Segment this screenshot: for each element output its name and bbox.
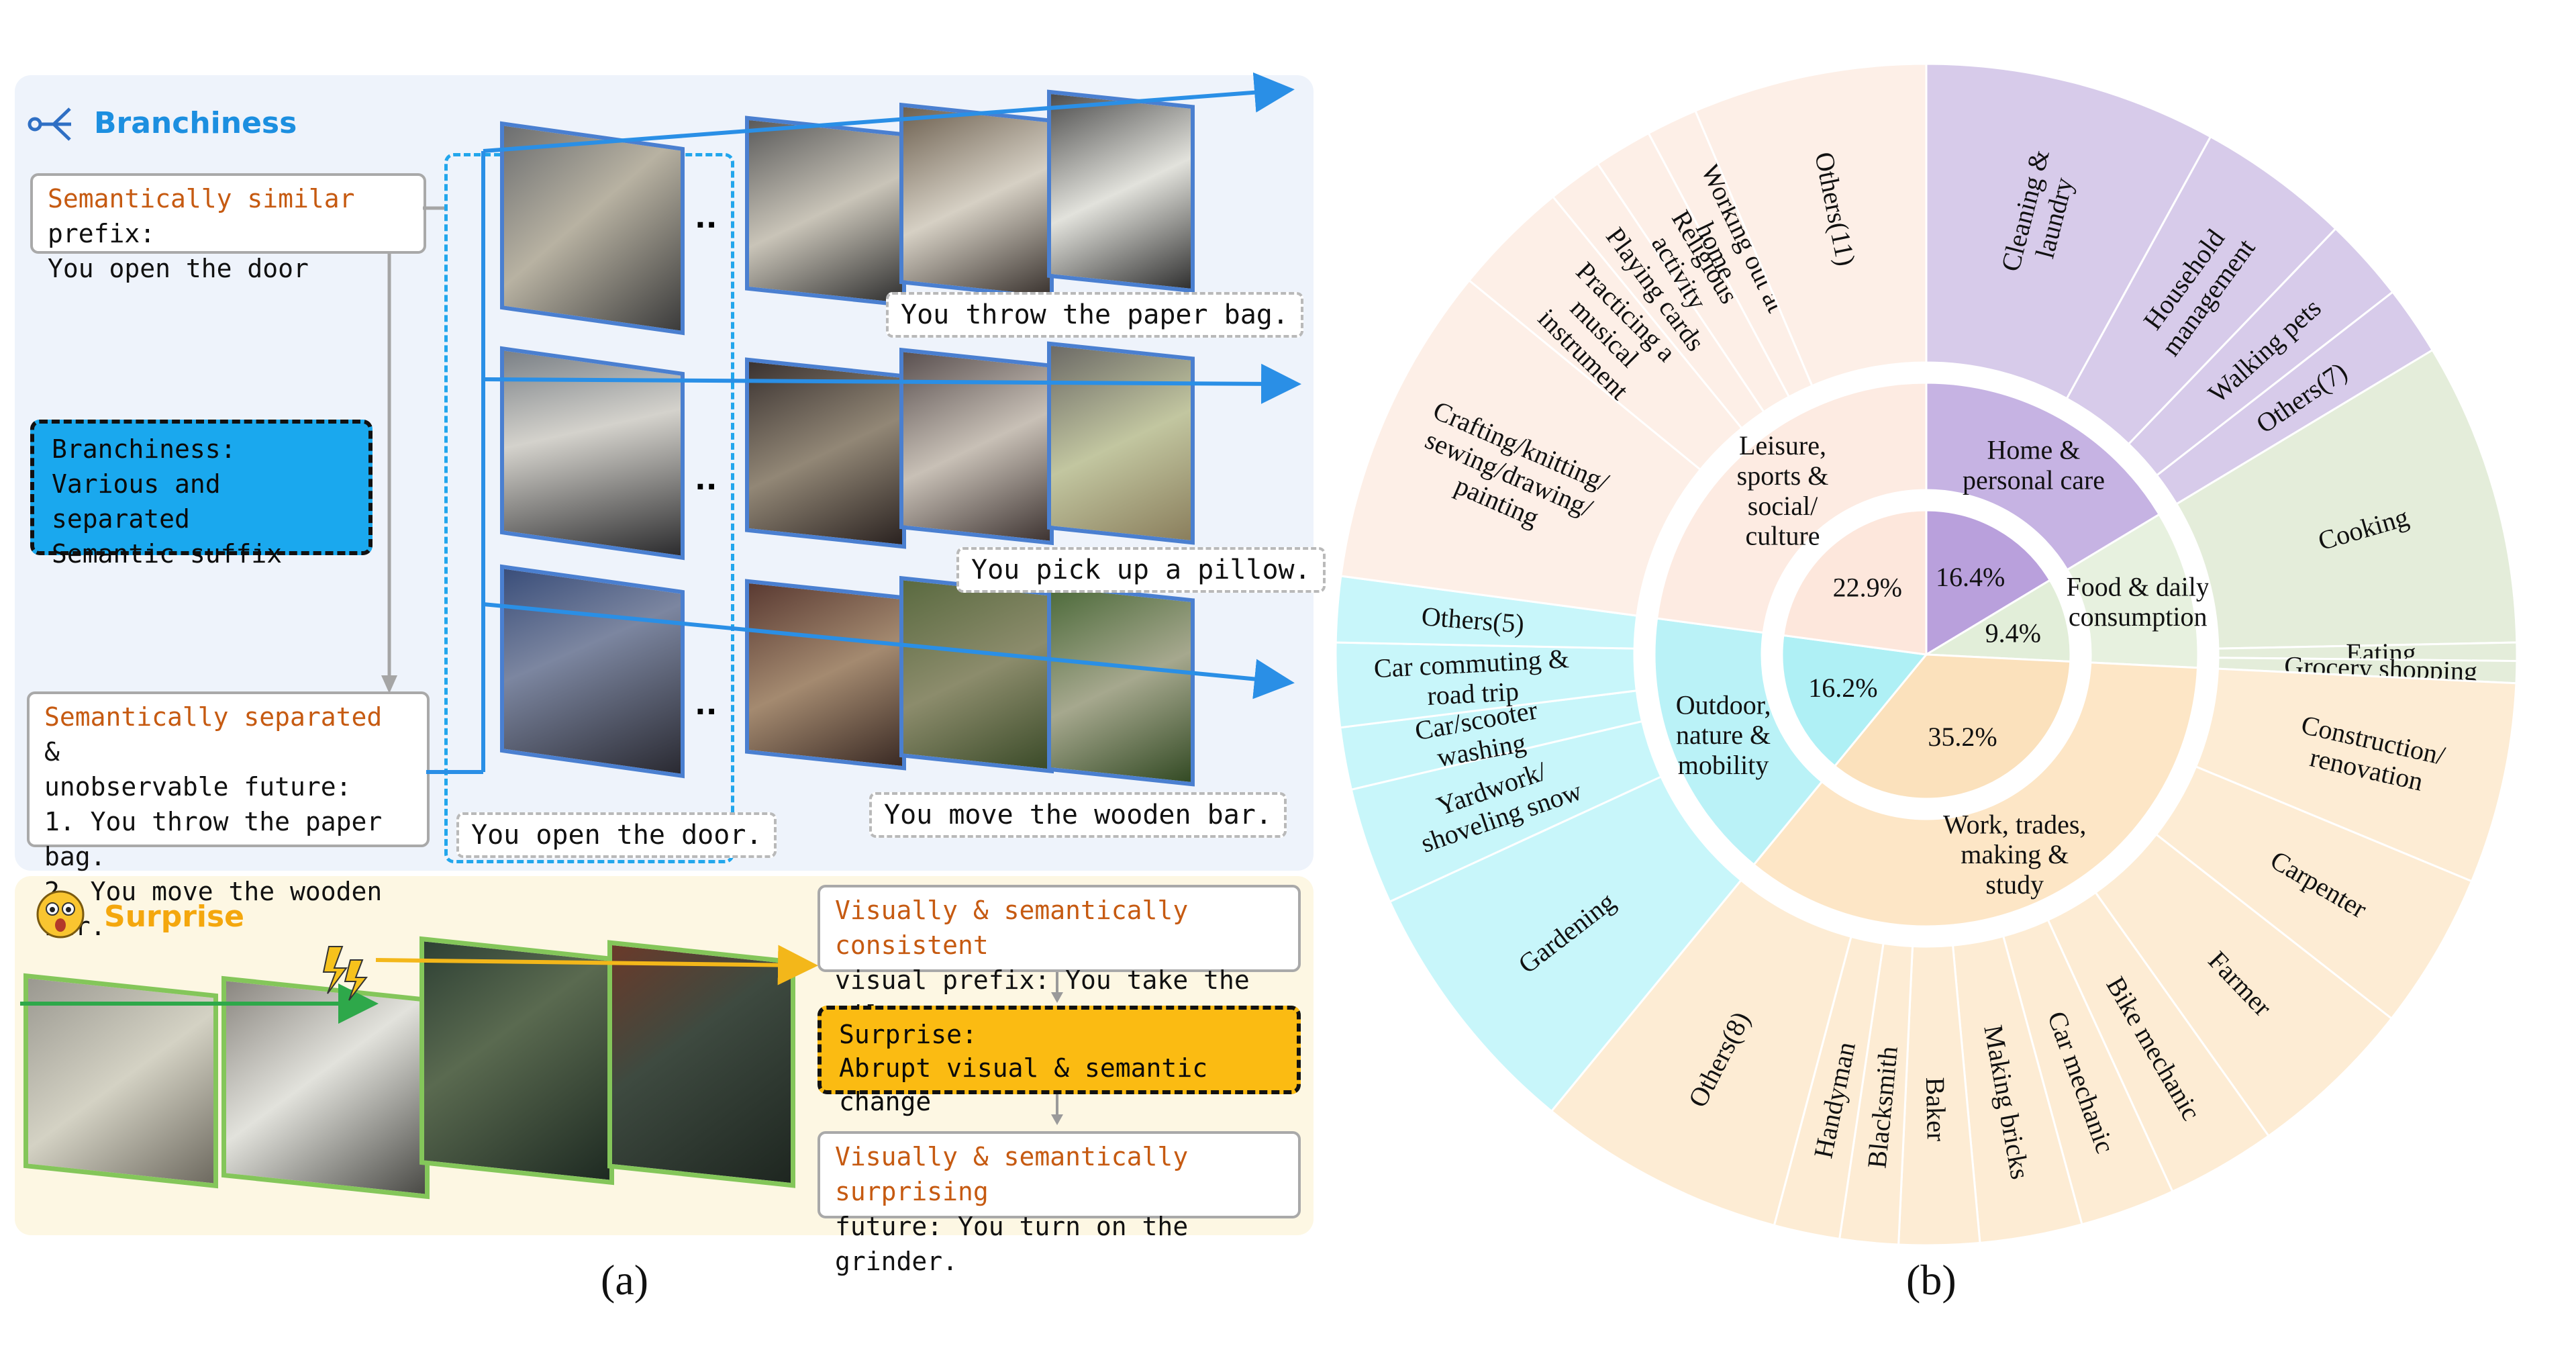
inner-slice-0 bbox=[1925, 509, 2052, 657]
prefix-rest: prefix: bbox=[48, 219, 156, 248]
pct-label-4: 22.9% bbox=[1833, 573, 1902, 603]
branch-icon bbox=[28, 107, 71, 141]
group-label-4: Leisure,sports &social/culture bbox=[1737, 430, 1829, 550]
surprising-box: Visually & semantically surprising futur… bbox=[818, 1131, 1301, 1276]
branch2-frame-2 bbox=[899, 347, 1054, 546]
pct-label-0: 16.4% bbox=[1936, 562, 2005, 592]
branch2-frame-1 bbox=[745, 357, 906, 549]
ellipsis-2: ·· bbox=[695, 470, 717, 504]
definition-line3: Semantic suffix bbox=[52, 539, 283, 569]
pct-label-2: 35.2% bbox=[1928, 722, 1997, 752]
branch3-frame-2 bbox=[899, 575, 1054, 774]
future-box: Semantically separated & unobservable fu… bbox=[27, 691, 430, 941]
branch1-frame-1 bbox=[745, 115, 906, 307]
group-label-3: Outdoor,nature &mobility bbox=[1676, 689, 1771, 780]
branch3-frame-3 bbox=[1047, 583, 1195, 787]
inner-slice-1 bbox=[1922, 579, 2072, 663]
future-line3: 1. You throw the paper bag. bbox=[44, 807, 383, 871]
surprise-def-line2: Abrupt visual & semantic change bbox=[839, 1053, 1208, 1116]
ellipsis-3: ·· bbox=[695, 695, 717, 729]
surprise-def-line1: Surprise: bbox=[839, 1020, 977, 1049]
branch3-frame-1 bbox=[745, 579, 906, 771]
outer-slice-0-0 bbox=[1925, 64, 2212, 400]
prefix-frame-1 bbox=[500, 121, 685, 336]
branchiness-title: Branchiness bbox=[94, 106, 297, 140]
branch1-frame-3 bbox=[1047, 89, 1195, 293]
prefix-line2: You open the door bbox=[48, 254, 309, 283]
inner-slice-3 bbox=[1781, 634, 1928, 768]
prefix-caption: You open the door. bbox=[456, 812, 777, 858]
branch-caption-1: You throw the paper bag. bbox=[886, 292, 1303, 338]
surprise-title: Surprise bbox=[104, 900, 245, 934]
label-b: (b) bbox=[1906, 1256, 1956, 1304]
prefix-connector bbox=[423, 206, 447, 210]
pct-label-1: 9.4% bbox=[1985, 618, 2041, 648]
branch2-frame-3 bbox=[1047, 341, 1195, 545]
mid-slice-0 bbox=[1925, 381, 2161, 571]
surprise-arrow-1 bbox=[1051, 972, 1063, 1003]
group-label-0: Home &personal care bbox=[1963, 435, 2105, 495]
definition-line2: Various and separated bbox=[52, 469, 221, 534]
outer-slice-4-0 bbox=[1340, 279, 1702, 617]
consistent-highlight: Visually & semantically consistent bbox=[835, 896, 1189, 960]
prefix-frame-2 bbox=[500, 346, 685, 561]
surprising-highlight: Visually & semantically surprising bbox=[835, 1142, 1189, 1206]
branch-caption-2: You pick up a pillow. bbox=[956, 547, 1326, 593]
consistent-box: Visually & semantically consistent visua… bbox=[818, 885, 1301, 1030]
pct-label-3: 16.2% bbox=[1808, 673, 1877, 703]
outer-slice-4-5 bbox=[1693, 64, 1928, 387]
mid-slice-2 bbox=[1752, 661, 2199, 928]
mid-slice-4 bbox=[1655, 381, 1928, 634]
surprise-definition-box: Surprise: Abrupt visual & semantic chang… bbox=[818, 1006, 1301, 1116]
prefix-highlight: Semantically similar bbox=[48, 184, 355, 213]
branchiness-definition-box: Branchiness: Various and separated Seman… bbox=[30, 420, 373, 569]
outer-slice-1-0 bbox=[2175, 348, 2517, 650]
surprising-line2: future: You turn on the grinder. bbox=[835, 1212, 1189, 1276]
inner-slice-4 bbox=[1782, 509, 1928, 656]
surprise-arrow-2 bbox=[1051, 1094, 1063, 1125]
surprise-frame-2 bbox=[221, 975, 430, 1200]
surprise-frame-3 bbox=[419, 936, 614, 1186]
branch-caption-3: You move the wooden bar. bbox=[869, 792, 1287, 838]
future-line2: unobservable future: bbox=[44, 772, 352, 802]
surprise-frame-1 bbox=[23, 973, 218, 1189]
label-a: (a) bbox=[601, 1256, 649, 1304]
mid-slice-3 bbox=[1653, 617, 1824, 867]
outer-slice-3-0 bbox=[1388, 775, 1743, 1113]
definition-line1: Branchiness: bbox=[52, 434, 236, 464]
prefix-frame-3 bbox=[500, 564, 685, 779]
inner-slice-2 bbox=[1833, 653, 2072, 800]
group-label-2: Work, trades,making &study bbox=[1943, 809, 2086, 900]
surprised-face-icon bbox=[36, 890, 85, 938]
surprise-frame-4 bbox=[607, 940, 795, 1188]
future-rest: & bbox=[44, 737, 60, 767]
branch1-frame-2 bbox=[899, 102, 1054, 301]
prefix-to-future-arrow bbox=[381, 254, 397, 693]
outer-label-2-6: Baker bbox=[1920, 1077, 1952, 1141]
outer-slice-2-9 bbox=[1550, 879, 1852, 1227]
consistent-line2: visual prefix: You take the tile. bbox=[835, 965, 1250, 1030]
prefix-box: Semantically similar prefix: You open th… bbox=[30, 173, 426, 283]
future-highlight: Semantically separated bbox=[44, 702, 383, 732]
ellipsis-1: ·· bbox=[695, 208, 717, 242]
